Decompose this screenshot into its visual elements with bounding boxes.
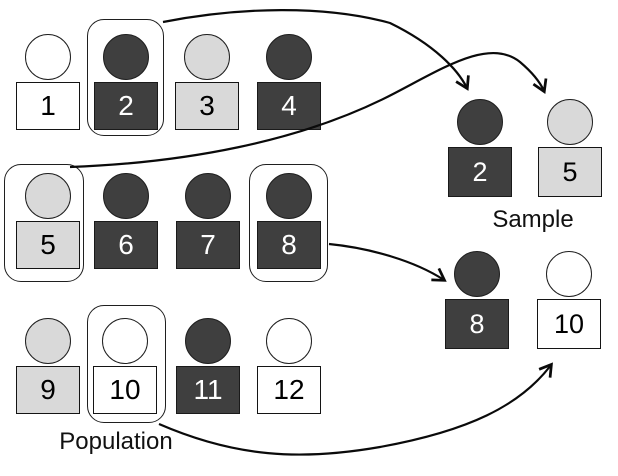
person-number: 4 xyxy=(281,90,297,121)
person-figure-1: 1 xyxy=(16,34,80,130)
person-body: 4 xyxy=(257,82,321,130)
person-body: 10 xyxy=(537,299,601,349)
person-body: 5 xyxy=(16,221,80,269)
person-number: 8 xyxy=(281,229,297,260)
person-figure-9: 9 xyxy=(16,318,80,414)
person-figure-6: 6 xyxy=(94,173,158,269)
person-body: 2 xyxy=(448,147,512,197)
person-head-icon xyxy=(457,99,503,145)
person-number: 11 xyxy=(193,374,223,405)
person-number: 10 xyxy=(553,308,585,339)
arrow-population-8-to-sample-8 xyxy=(328,242,447,282)
person-head-icon xyxy=(25,173,71,219)
person-figure-11: 11 xyxy=(176,318,240,414)
person-body: 12 xyxy=(257,366,321,414)
person-body: 8 xyxy=(257,221,321,269)
person-figure-3: 3 xyxy=(175,34,239,130)
sample-figure-8: 8 xyxy=(445,251,509,349)
person-head-icon xyxy=(185,173,231,219)
sample-label: Sample xyxy=(492,206,574,233)
person-head-icon xyxy=(266,318,312,364)
selection-outline-5 xyxy=(4,164,84,282)
person-body: 10 xyxy=(93,366,157,414)
sample-figure-10: 10 xyxy=(537,251,601,349)
person-head-icon xyxy=(546,251,592,297)
person-body: 2 xyxy=(94,82,158,130)
person-number: 6 xyxy=(118,229,134,260)
person-figure-5: 5 xyxy=(16,173,80,269)
sample-figure-5: 5 xyxy=(538,99,602,197)
person-number: 2 xyxy=(118,90,134,121)
person-head-icon xyxy=(266,34,312,80)
person-head-icon xyxy=(266,173,312,219)
sample-figure-2: 2 xyxy=(448,99,512,197)
person-head-icon xyxy=(184,34,230,80)
person-head-icon xyxy=(185,318,231,364)
person-number: 7 xyxy=(200,229,216,260)
person-body: 7 xyxy=(176,221,240,269)
selection-outline-10 xyxy=(87,305,166,423)
person-head-icon xyxy=(102,318,148,364)
person-number: 10 xyxy=(109,374,141,405)
person-number: 12 xyxy=(273,374,305,405)
person-head-icon xyxy=(103,34,149,80)
person-body: 9 xyxy=(16,366,80,414)
person-number: 3 xyxy=(199,90,215,121)
person-number: 8 xyxy=(469,308,485,339)
person-body: 11 xyxy=(176,366,240,414)
person-figure-10: 10 xyxy=(93,318,157,414)
person-body: 5 xyxy=(538,147,602,197)
person-figure-4: 4 xyxy=(257,34,321,130)
person-number: 5 xyxy=(40,229,56,260)
person-head-icon xyxy=(547,99,593,145)
population-label: Population xyxy=(59,428,173,455)
person-head-icon xyxy=(25,318,71,364)
person-body: 3 xyxy=(175,82,239,130)
person-figure-7: 7 xyxy=(176,173,240,269)
person-number: 2 xyxy=(472,156,488,187)
person-number: 1 xyxy=(40,90,56,121)
person-figure-8: 8 xyxy=(257,173,321,269)
person-figure-12: 12 xyxy=(257,318,321,414)
person-head-icon xyxy=(454,251,500,297)
person-head-icon xyxy=(103,173,149,219)
person-body: 1 xyxy=(16,82,80,130)
person-figure-2: 2 xyxy=(94,34,158,130)
person-number: 9 xyxy=(40,374,56,405)
person-body: 6 xyxy=(94,221,158,269)
person-body: 8 xyxy=(445,299,509,349)
person-head-icon xyxy=(25,34,71,80)
person-number: 5 xyxy=(562,156,578,187)
